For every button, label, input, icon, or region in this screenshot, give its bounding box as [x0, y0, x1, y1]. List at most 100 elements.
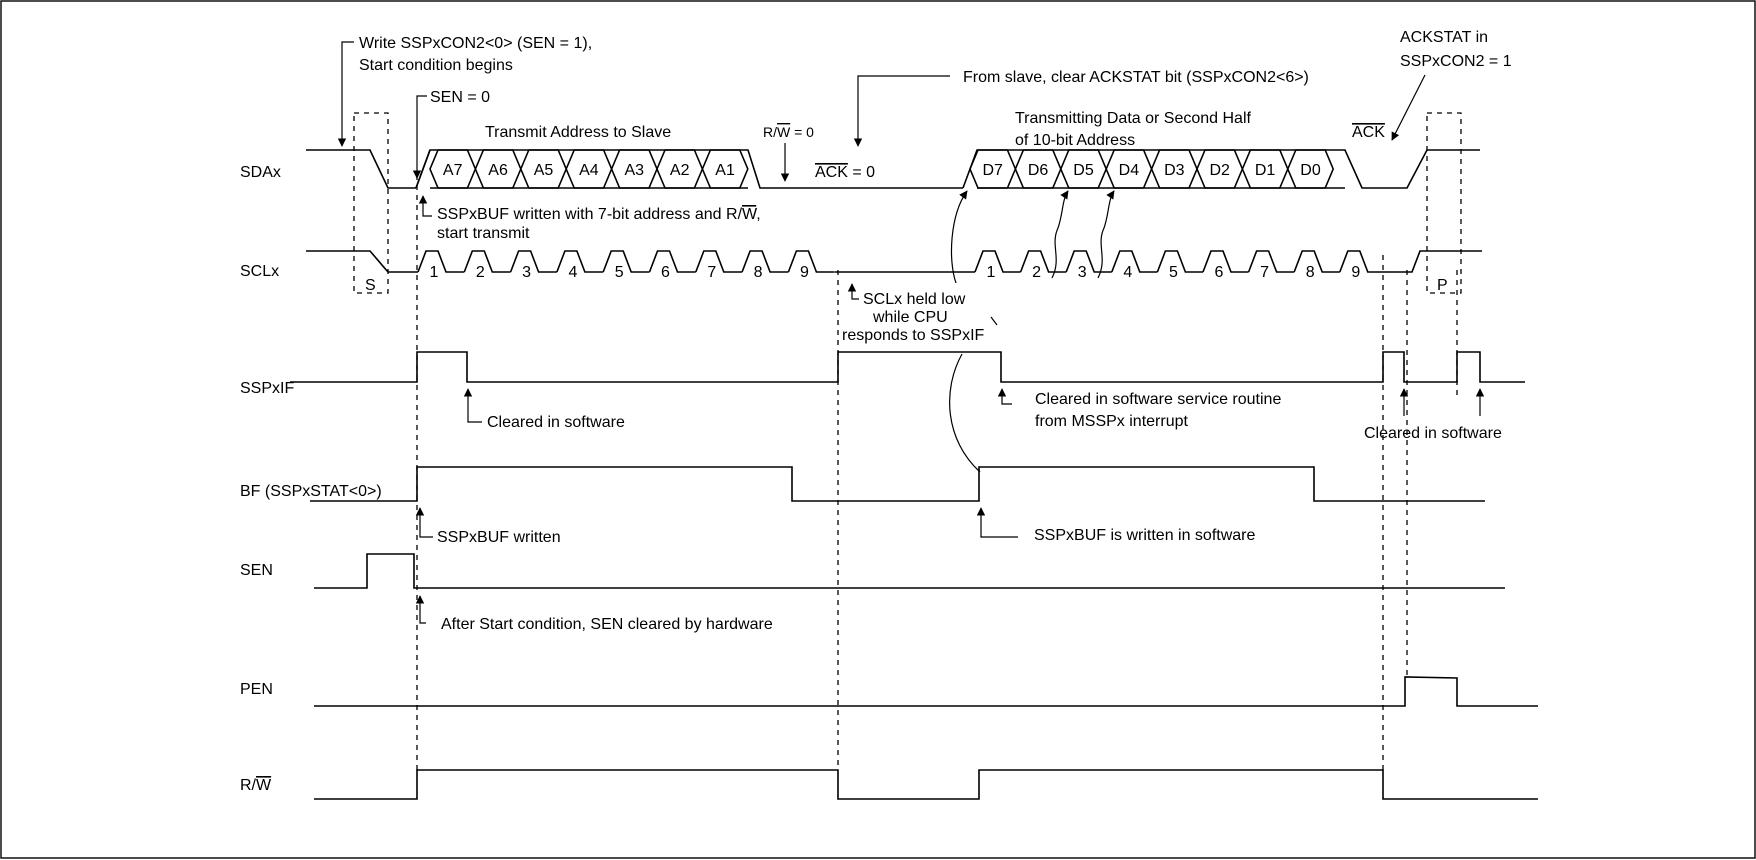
ack-eq-zero-annotation: ACK = 0	[815, 164, 875, 181]
signal-label-bf: BF (SSPxSTAT<0>)	[240, 483, 382, 500]
pen-waveform	[314, 676, 1538, 707]
scl-clock-2-pulse-8	[1293, 250, 1340, 273]
write-sen-value: 1	[573, 35, 582, 52]
start-condition-box	[353, 112, 389, 294]
scl-clock-1-number-3: 3	[522, 264, 531, 281]
scl-held-annotation-line2: while CPU	[872, 309, 948, 326]
write-sen-annotation: Write SSPxCON2<0> (SEN = 1),	[359, 35, 592, 52]
rw-label-w-overbar: W	[256, 777, 272, 794]
scl-clock-2-number-3: 3	[1078, 264, 1087, 281]
scl-clock-2-number-8: 8	[1306, 264, 1315, 281]
cleared-software-1-arrow	[463, 388, 482, 423]
rw-label-r: R/	[240, 777, 257, 794]
scl-clock-1-pulse-7	[695, 250, 743, 273]
scl-clock-1-pulse-5	[602, 250, 650, 273]
data-bit-label-d2: D2	[1209, 162, 1230, 179]
sspxbuf-7bit-annotation: SSPxBUF written with 7-bit address and R…	[437, 206, 761, 223]
after-start-annotation: After Start condition, SEN cleared by ha…	[441, 616, 773, 633]
sen-eq-zero-annotation: SEN = 0	[430, 89, 490, 106]
rw-eq-r: R/	[763, 124, 777, 140]
curve-scl3-to-d4	[1097, 190, 1115, 279]
sspxif-waveform	[290, 351, 1525, 383]
rw-eq-zero-annotation: R/W = 0	[763, 124, 814, 140]
sen-eq-value: 0	[481, 89, 490, 106]
scl-clock-1-number-7: 7	[707, 264, 716, 281]
scl-clock-1-number-5: 5	[615, 264, 624, 281]
from-slave-arrow	[853, 75, 950, 147]
second-half-address-annotation: of 10-bit Address	[1015, 132, 1135, 149]
address-bit-label-a3: A3	[625, 162, 645, 179]
scl-clock-2-pulse-3	[1065, 250, 1112, 273]
stop-condition-label: P	[1437, 277, 1448, 294]
ack-top-label: ACK	[1352, 124, 1385, 141]
scl-clock-2-pulse-2	[1019, 250, 1067, 273]
address-bit-cell-a1	[701, 149, 749, 189]
scl-held-arrow	[847, 283, 859, 300]
address-bit-label-a4: A4	[579, 162, 599, 179]
signal-label-pen: PEN	[240, 681, 273, 698]
cleared-service-arrow	[997, 388, 1012, 405]
curve-sspxif-to-d7	[950, 190, 968, 284]
cleared-service-annotation-line2: from MSSPx interrupt	[1035, 413, 1188, 430]
cleared-software-2-annotation: Cleared in software	[1364, 425, 1502, 442]
scl-clock-2-number-2: 2	[1032, 264, 1041, 281]
address-bit-label-a7: A7	[443, 162, 463, 179]
scl-clock-2-pulse-9	[1339, 250, 1386, 273]
sspxbuf-7bit-arrow	[418, 195, 432, 217]
signal-label-sspxif: SSPxIF	[240, 380, 294, 397]
scl-stop-rise	[1385, 250, 1457, 273]
scl-held-tick	[990, 316, 998, 326]
ackstat-value: 1	[1503, 53, 1512, 70]
scl-clock-1-number-8: 8	[754, 264, 763, 281]
stop-condition-box	[1426, 112, 1462, 294]
address-bit-label-a6: A6	[488, 162, 508, 179]
ackstat-annotation-line1: ACKSTAT in	[1400, 29, 1488, 46]
address-bit-label-a1: A1	[715, 162, 735, 179]
scl-clock-1-pulse-3	[509, 250, 557, 273]
sspxbuf-written-arrow	[415, 507, 433, 538]
signal-label-rw: R/W	[240, 777, 272, 794]
scl-clock-1-pulse-1	[417, 250, 465, 273]
scl-clock-1-pulse-9	[787, 250, 835, 273]
scl-clock-2-number-5: 5	[1169, 264, 1178, 281]
start-condition-label: S	[365, 277, 376, 294]
transmit-address-annotation: Transmit Address to Slave	[485, 124, 671, 141]
write-sen-arrow	[337, 41, 354, 147]
data-bit-label-d0: D0	[1300, 162, 1321, 179]
bf-waveform	[310, 466, 1485, 502]
cleared-service-annotation-line1: Cleared in software service routine	[1035, 391, 1281, 408]
data-bit-label-d5: D5	[1073, 162, 1094, 179]
rw-eq-w-overbar: W	[777, 124, 791, 140]
sspxbuf-written-annotation: SSPxBUF written	[437, 529, 561, 546]
data-bit-cell-d0	[1286, 149, 1335, 189]
scl-clock-1-number-1: 1	[430, 264, 439, 281]
write-sen-tail: ),	[582, 35, 592, 52]
scl-clock-2-number-1: 1	[987, 264, 996, 281]
rw-eq-value: = 0	[790, 124, 814, 140]
scl-clock-1-number-4: 4	[568, 264, 577, 281]
scl-clock-1-pulse-6	[648, 250, 696, 273]
scl-clock-2-pulse-4	[1111, 250, 1158, 273]
sen-eq-label: SEN =	[430, 89, 481, 106]
sspxbuf-7bit-w-overbar: W	[742, 206, 758, 223]
data-bit-label-d7: D7	[982, 162, 1003, 179]
curve-scl2-to-d5	[1051, 190, 1069, 279]
curve-sspxif-to-bf	[949, 353, 981, 473]
scl-clock-2-pulse-5	[1156, 250, 1203, 273]
ackstat-arrow	[1391, 74, 1426, 141]
address-bit-label-a5: A5	[534, 162, 554, 179]
address-bit-label-a2: A2	[670, 162, 690, 179]
scl-clock-1-number-2: 2	[476, 264, 485, 281]
ack-eq-label-overbar: ACK	[815, 164, 848, 181]
scl-held-annotation-line1: SCLx held low	[863, 291, 966, 308]
data-bit-label-d4: D4	[1119, 162, 1140, 179]
transmitting-data-annotation: Transmitting Data or Second Half	[1015, 110, 1252, 127]
scl-clock-2-number-6: 6	[1215, 264, 1224, 281]
scl-clock-2-pulse-1	[974, 250, 1021, 273]
ackstat-text: SSPxCON2 =	[1400, 53, 1503, 70]
signal-label-sen: SEN	[240, 562, 273, 579]
scl-clock-2-number-7: 7	[1260, 264, 1269, 281]
